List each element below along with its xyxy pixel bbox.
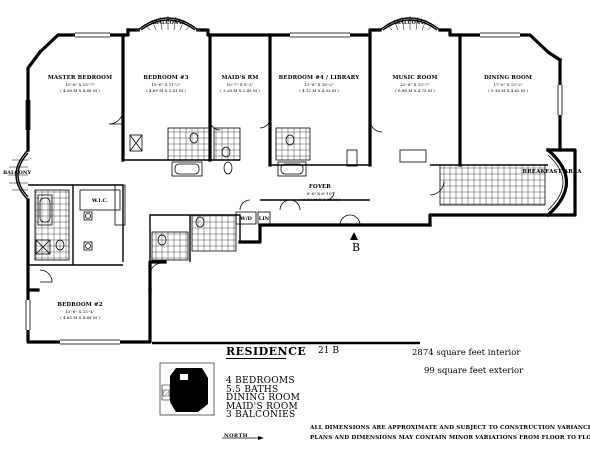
interior-square-feet: 2874 square feet interior: [412, 348, 521, 358]
north-label: NORTH: [224, 433, 248, 439]
room-bedroom-2: BEDROOM #2 15'-6" X 15'-4" ( 4.65 M X 4.…: [57, 302, 102, 320]
svg-text:FOYER: FOYER: [309, 184, 331, 190]
svg-text:15'-6" X 15'-4": 15'-6" X 15'-4": [65, 309, 94, 314]
balcony-label-top-left: BALCONY: [154, 20, 183, 26]
feature-list: 4 BEDROOMS 5.5 BATHS DINING ROOM MAID'S …: [226, 377, 300, 420]
svg-text:DINING ROOM: DINING ROOM: [484, 75, 532, 81]
closets: W.I.C. W/D LIN: [79, 184, 271, 226]
fixtures: [35, 132, 427, 255]
room-master-bedroom: MASTER BEDROOM 15'-6" X 15'-7" ( 4.58 M …: [48, 75, 113, 93]
feature-dining-room: DINING ROOM: [226, 393, 301, 404]
room-bedroom-4-library: BEDROOM #4 / LIBRARY 13'-6" X 16'-2" ( 4…: [279, 75, 360, 93]
svg-text:( 4.12 M X 4.93 M ): ( 4.12 M X 4.93 M ): [299, 88, 339, 93]
svg-text:17'-0" X 15'-2": 17'-0" X 15'-2": [493, 82, 522, 87]
svg-text:15'-6" X 11'-2": 15'-6" X 11'-2": [151, 82, 180, 87]
windows: [25, 32, 563, 345]
door-swings: [39, 109, 445, 283]
section-marker-arrow: [350, 232, 358, 240]
svg-text:BEDROOM #4 / LIBRARY: BEDROOM #4 / LIBRARY: [279, 75, 360, 81]
balcony-top-right: BALCONY: [379, 16, 441, 31]
svg-text:8'-6" X 6'-10": 8'-6" X 6'-10": [307, 191, 334, 196]
balcony-label-top-right: BALCONY: [396, 20, 425, 26]
key-plan: [159, 362, 215, 416]
svg-text:( 3.28 M X 2.49 M ): ( 3.28 M X 2.49 M ): [220, 88, 260, 93]
balcony-left: BALCONY: [3, 149, 32, 201]
room-bedroom-3: BEDROOM #3 15'-6" X 11'-2" ( 4.69 M X 3.…: [143, 75, 188, 93]
svg-text:( 2.59 M X 2.08 M ): ( 2.59 M X 2.08 M ): [300, 197, 340, 202]
disclaimer-line-2: PLANS AND DIMENSIONS MAY CONTAIN MINOR V…: [310, 434, 590, 441]
exterior-square-feet: 99 square feet exterior: [424, 366, 524, 376]
svg-text:( 6.86 M X 4.75 M ): ( 6.86 M X 4.75 M ): [395, 88, 435, 93]
svg-text:15'-6" X 15'-7": 15'-6" X 15'-7": [65, 82, 94, 87]
svg-text:BEDROOM #3: BEDROOM #3: [143, 75, 188, 81]
residence-label: RESIDENCE: [226, 345, 307, 358]
svg-text:BREAKFAST AREA: BREAKFAST AREA: [522, 169, 582, 175]
svg-text:22'-6" X 15'-7": 22'-6" X 15'-7": [400, 82, 429, 87]
svg-text:MUSIC ROOM: MUSIC ROOM: [392, 75, 437, 81]
svg-text:( 4.65 M X 4.68 M ): ( 4.65 M X 4.68 M ): [60, 315, 100, 320]
disclaimer: ALL DIMENSIONS ARE APPROXIMATE AND SUBJE…: [310, 424, 590, 443]
breakfast-bay: [545, 147, 569, 218]
wic-label: W.I.C.: [91, 198, 109, 204]
north-arrow: [222, 436, 264, 440]
room-dining-room: DINING ROOM 17'-0" X 15'-2" ( 5.18 M X 4…: [484, 75, 532, 93]
bath-tile-3: [275, 127, 311, 161]
room-breakfast-area: BREAKFAST AREA: [522, 169, 582, 175]
svg-text:MASTER BEDROOM: MASTER BEDROOM: [48, 75, 113, 81]
svg-text:13'-6" X 16'-2": 13'-6" X 16'-2": [304, 82, 333, 87]
feature-balconies: 3 BALCONIES: [226, 410, 296, 421]
room-music-room: MUSIC ROOM 22'-6" X 15'-7" ( 6.86 M X 4.…: [392, 75, 437, 93]
kitchen-tile: [439, 164, 546, 206]
svg-text:BEDROOM #2: BEDROOM #2: [57, 302, 102, 308]
room-maids-rm: MAID'S RM 10'-7" X 8'-2" ( 3.28 M X 2.49…: [220, 75, 260, 93]
feature-maids-room: MAID'S ROOM: [226, 401, 299, 412]
section-marker-label: B: [352, 241, 361, 254]
balcony-top-left: BALCONY: [137, 16, 199, 31]
svg-text:( 4.58 M X 4.68 M ): ( 4.58 M X 4.68 M ): [60, 88, 100, 93]
bath-tile-1: [167, 127, 211, 161]
room-labels: MASTER BEDROOM 15'-6" X 15'-7" ( 4.58 M …: [48, 75, 582, 320]
linen-label: LIN: [259, 216, 270, 222]
residence-underline: [226, 358, 286, 359]
svg-text:( 5.18 M X 4.62 M ): ( 5.18 M X 4.62 M ): [488, 88, 528, 93]
svg-text:10'-7" X 8'-2": 10'-7" X 8'-2": [227, 82, 254, 87]
svg-text:( 4.69 M X 3.41 M ): ( 4.69 M X 3.41 M ): [146, 88, 186, 93]
balcony-label-left: BALCONY: [3, 170, 32, 176]
feature-bedrooms: 4 BEDROOMS: [226, 376, 295, 386]
svg-text:MAID'S RM: MAID'S RM: [221, 75, 258, 81]
feature-baths: 5.5 BATHS: [226, 384, 279, 395]
bath-tile-2: [213, 127, 241, 161]
bathrooms: [34, 127, 546, 261]
room-foyer: FOYER 8'-6" X 6'-10" ( 2.59 M X 2.08 M ): [300, 184, 340, 202]
bath-tile-4: [191, 214, 237, 252]
bath-tile-5: [151, 231, 189, 261]
wd-label: W/D: [239, 216, 252, 222]
residence-number: 21 B: [318, 346, 339, 356]
disclaimer-line-1: ALL DIMENSIONS ARE APPROXIMATE AND SUBJE…: [310, 425, 590, 431]
